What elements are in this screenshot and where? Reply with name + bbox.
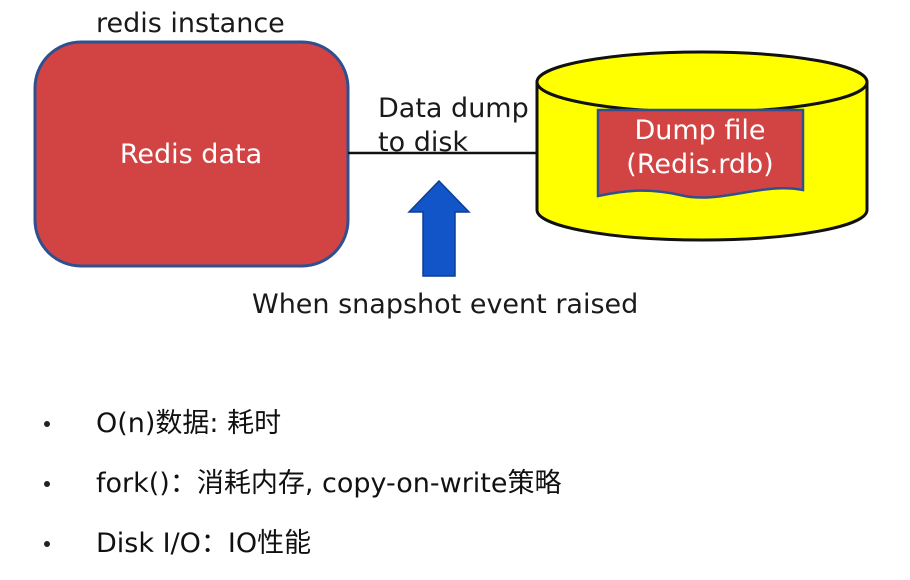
bullet-text: O(n)数据: 耗时 [96, 408, 282, 439]
redis-data-label: Redis data [120, 139, 262, 170]
snapshot-event-label: When snapshot event raised [252, 289, 638, 320]
bullet-dot [44, 421, 50, 427]
redis-instance-label: redis instance [96, 8, 285, 39]
dump-file-label: Dump file [634, 115, 765, 146]
to-disk-label: to disk [378, 127, 468, 158]
dump-file-document [596, 108, 805, 199]
data-dump-label: Data dump [378, 93, 529, 124]
bullet-dot [44, 541, 50, 547]
bullet-text: Disk I/O：IO性能 [96, 528, 312, 559]
disk-top [535, 50, 869, 114]
bullet-text: fork()：消耗内存, copy-on-write策略 [96, 468, 562, 499]
bullet-dot [44, 481, 50, 487]
dump-file-name: (Redis.rdb) [626, 149, 773, 180]
snapshot-trigger-arrow [407, 179, 471, 277]
